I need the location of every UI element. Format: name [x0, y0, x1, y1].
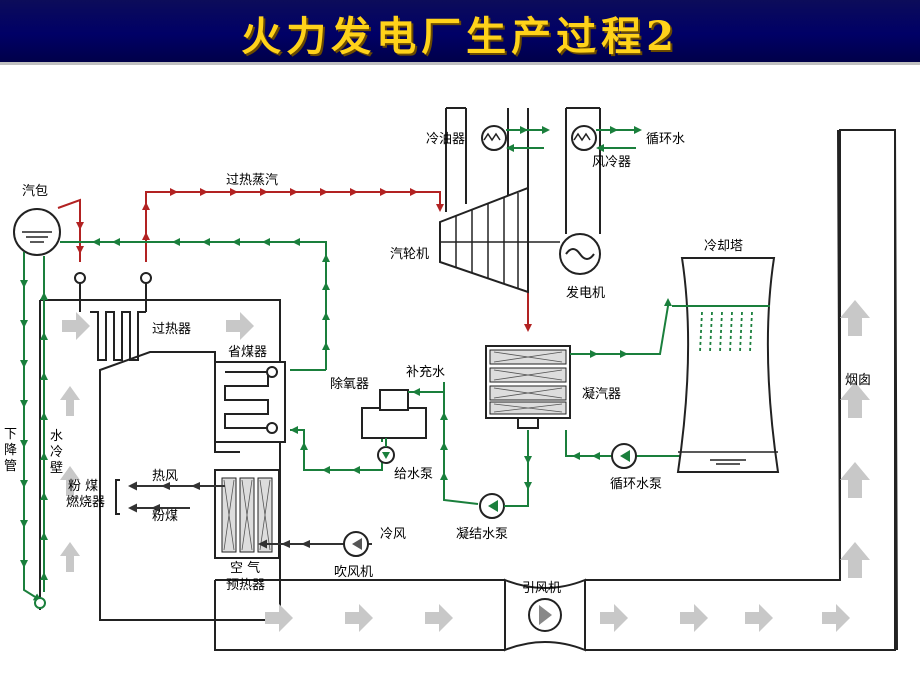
feed-pump	[377, 446, 395, 464]
label-superheater: 过热器	[152, 322, 191, 337]
flue-arrow	[745, 604, 773, 632]
feedwater-line	[60, 241, 327, 371]
condensate-line	[504, 430, 529, 507]
generator	[559, 233, 601, 275]
label-turbine: 汽轮机	[390, 247, 429, 262]
flue-gas-arrows	[60, 300, 870, 632]
label-water-wall-1: 水	[50, 429, 63, 444]
label-circulating-pump: 循环水泵	[610, 477, 662, 492]
label-feed-pump: 给水泵	[394, 467, 433, 482]
label-blower: 吹风机	[334, 565, 373, 580]
flue-arrow	[822, 604, 850, 632]
lower-header	[34, 597, 46, 609]
deaerator	[361, 389, 427, 439]
turbine	[439, 186, 560, 294]
label-pulverized-coal: 粉煤	[152, 509, 178, 524]
flue-arrow	[265, 604, 293, 632]
label-drum: 汽包	[22, 184, 48, 199]
page-title: 火力发电厂生产过程2	[241, 13, 679, 60]
condenser	[485, 345, 571, 429]
label-water-wall-2: 冷	[50, 445, 63, 460]
superheater-outlet-header	[140, 272, 152, 284]
label-oil-cooler: 冷油器	[426, 132, 465, 147]
flue-arrow	[840, 542, 870, 578]
label-condenser: 凝汽器	[582, 386, 621, 402]
label-generator: 发电机	[566, 285, 605, 301]
blower-fan	[343, 531, 369, 557]
label-burner-2: 燃烧器	[66, 494, 105, 510]
economizer	[214, 361, 286, 443]
flue-arrow	[680, 604, 708, 632]
makeup-water-line	[408, 382, 479, 505]
flue-arrow	[60, 542, 80, 572]
flue-arrow	[840, 300, 870, 336]
cooling-water-loop	[565, 298, 680, 457]
flue-arrow	[425, 604, 453, 632]
label-air-preheater-2: 预热器	[226, 578, 265, 593]
flue-duct	[214, 129, 896, 651]
cooling-tower	[672, 257, 780, 473]
flue-arrow	[345, 604, 373, 632]
label-cooling-tower: 冷却塔	[704, 239, 743, 254]
condensate-pump	[479, 493, 505, 519]
chimney-outline	[837, 129, 898, 651]
feed-arrows	[290, 426, 360, 474]
steam-arrows	[76, 188, 418, 254]
air-cooler-exchanger	[571, 125, 597, 151]
flue-arrow	[840, 382, 870, 418]
label-air-cooler: 风冷器	[592, 155, 631, 170]
label-downcomer-2: 降	[4, 443, 17, 458]
label-downcomer-3: 管	[4, 459, 17, 474]
label-economizer: 省煤器	[228, 345, 267, 360]
label-cold-air: 冷风	[380, 527, 406, 542]
downcomer-arrows	[20, 280, 48, 580]
circulating-water-pump	[611, 443, 637, 469]
feedwater-arrows	[92, 238, 330, 350]
title-divider	[0, 62, 920, 65]
superheater-coil	[90, 311, 146, 361]
label-hot-air: 热风	[152, 469, 178, 484]
superheater-inlet-header	[74, 272, 86, 284]
flue-arrow	[60, 466, 80, 496]
flue-arrow	[840, 462, 870, 498]
burner-bracket	[115, 479, 120, 515]
steam-drum	[13, 208, 61, 256]
label-induced-fan: 引风机	[522, 581, 561, 596]
flue-arrow	[60, 386, 80, 416]
label-deaerator: 除氧器	[330, 377, 369, 392]
oil-cooler-exchanger	[481, 125, 507, 151]
label-condensate-pump: 凝结水泵	[456, 526, 508, 542]
flue-arrow	[600, 604, 628, 632]
label-burner-1: 粉 煤	[68, 479, 98, 494]
label-circulating-water-top: 循环水	[646, 132, 685, 147]
label-makeup-water: 补充水	[406, 364, 445, 380]
label-superheated-steam: 过热蒸汽	[226, 173, 278, 188]
title-bar: 火力发电厂生产过程2	[0, 0, 920, 62]
flue-arrow	[226, 312, 254, 340]
air-preheater	[214, 469, 280, 559]
label-downcomer-1: 下	[4, 427, 17, 442]
label-air-preheater-1: 空 气	[230, 560, 260, 576]
label-chimney: 烟囱	[845, 373, 871, 388]
induced-draft-fan	[504, 578, 586, 652]
flue-arrow	[62, 312, 90, 340]
label-water-wall-3: 壁	[50, 461, 63, 476]
